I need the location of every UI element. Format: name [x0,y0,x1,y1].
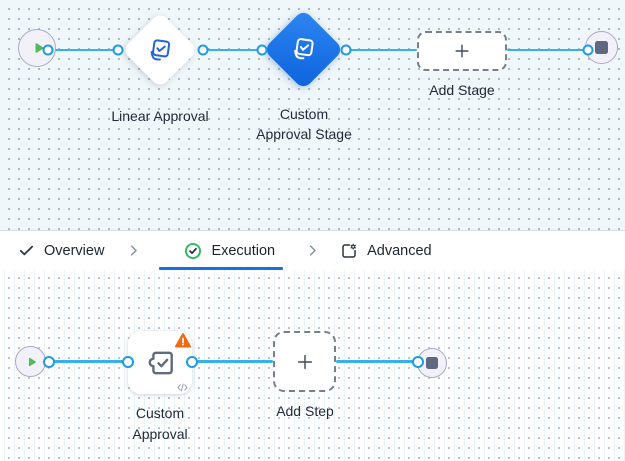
port-custom-in[interactable] [122,356,134,368]
tab-label: Execution [211,242,276,259]
play-icon [31,40,47,56]
stop-icon [426,357,438,369]
approval-stage-icon [290,36,317,63]
workflow-tab-bar: Overview Execution [0,230,625,270]
play-icon [25,355,39,369]
port-custom-in[interactable] [256,44,268,56]
approval-stage-icon [147,37,174,64]
edge-start-to-linear [48,49,118,51]
plus-icon [294,351,316,373]
edge-addstage-to-end [507,49,588,51]
chevron-right-icon [126,231,141,270]
add-step-button[interactable] [273,331,336,392]
warning-icon [175,333,191,348]
check-icon [18,242,35,259]
panel-gear-icon [340,242,358,260]
edge-custom-to-addstage [346,49,417,51]
stage-end-node[interactable] [585,31,618,64]
port-linear-in[interactable] [112,44,124,56]
tab-overview[interactable]: Overview [18,231,104,270]
step-start-node[interactable] [15,346,46,377]
port-end-in[interactable] [412,356,424,368]
step-label-custom-approval: Custom Approval [132,405,188,442]
step-node-custom-approval[interactable] [128,331,192,394]
steps-canvas[interactable]: Custom Approval Add Step [0,270,625,461]
edge-start-to-custom [49,360,128,363]
code-icon [177,383,188,392]
add-stage-label: Add Stage [429,82,495,98]
edge-custom-to-addstep [192,360,273,363]
action-puzzle-check-icon [142,345,178,381]
stage-node-custom-approval-stage[interactable] [263,9,344,90]
stage-label-custom-approval-stage: Custom Approval Stage [256,106,352,142]
port-custom-out[interactable] [340,44,352,56]
plus-icon [452,41,472,61]
check-circle-icon [184,242,202,260]
add-stage-button[interactable] [417,31,507,71]
tab-execution[interactable]: Execution [159,231,283,270]
add-step-label: Add Step [276,403,334,419]
port-end-in[interactable] [582,44,594,56]
chevron-right-icon [305,231,320,270]
stage-node-linear-approval[interactable] [121,11,199,89]
stop-icon [595,41,608,54]
port-start-out[interactable] [42,44,54,56]
tab-advanced[interactable]: Advanced [320,231,432,270]
tab-label: Overview [44,242,105,259]
port-linear-out[interactable] [197,44,209,56]
port-custom-out[interactable] [186,356,198,368]
port-start-out[interactable] [43,356,55,368]
edge-linear-to-custom [203,49,262,51]
edge-addstep-to-end [336,360,418,363]
tab-label: Advanced [367,242,432,259]
stages-canvas[interactable]: Linear Approval Custom Approval Stage Ad… [0,0,625,230]
stage-label-linear-approval: Linear Approval [111,108,209,124]
